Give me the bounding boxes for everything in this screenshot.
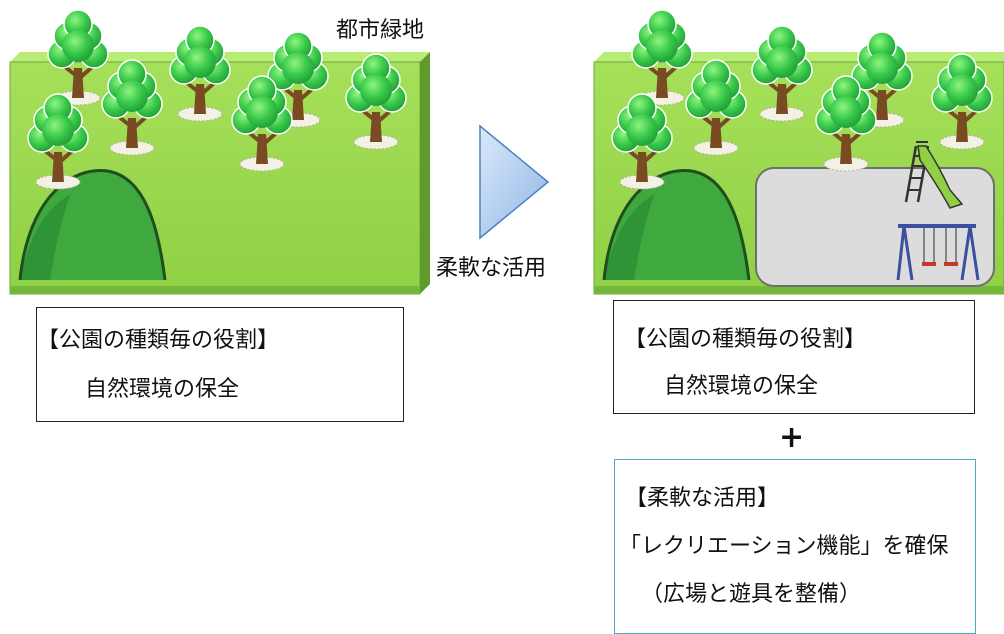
swing-icon — [896, 224, 980, 281]
hill-icon — [18, 169, 167, 281]
flexible-use-box: 【柔軟な活用】 「レクリエーション機能」を確保 （広場と遊具を整備） — [614, 459, 976, 634]
transition-label: 柔軟な活用 — [436, 256, 547, 281]
right-role-heading: 【公園の種類毎の役割】 — [624, 327, 867, 352]
right-arrow-icon — [479, 124, 550, 240]
flexible-use-line2: （広場と遊具を整備） — [641, 582, 862, 607]
right-role-text: 自然環境の保全 — [664, 374, 819, 399]
flexible-use-heading: 【柔軟な活用】 — [625, 486, 780, 511]
left-role-text: 自然環境の保全 — [85, 377, 240, 402]
slide-icon — [904, 141, 964, 209]
flexible-use-line1: 「レクリエーション機能」を確保 — [619, 534, 949, 559]
left-role-box: 【公園の種類毎の役割】 自然環境の保全 — [36, 307, 404, 422]
hill-icon — [602, 169, 751, 281]
right-role-box: 【公園の種類毎の役割】 自然環境の保全 — [613, 300, 975, 414]
left-panel-title: 都市緑地 — [336, 18, 425, 43]
left-role-heading: 【公園の種類毎の役割】 — [37, 328, 280, 353]
plus-sign: + — [779, 420, 805, 455]
